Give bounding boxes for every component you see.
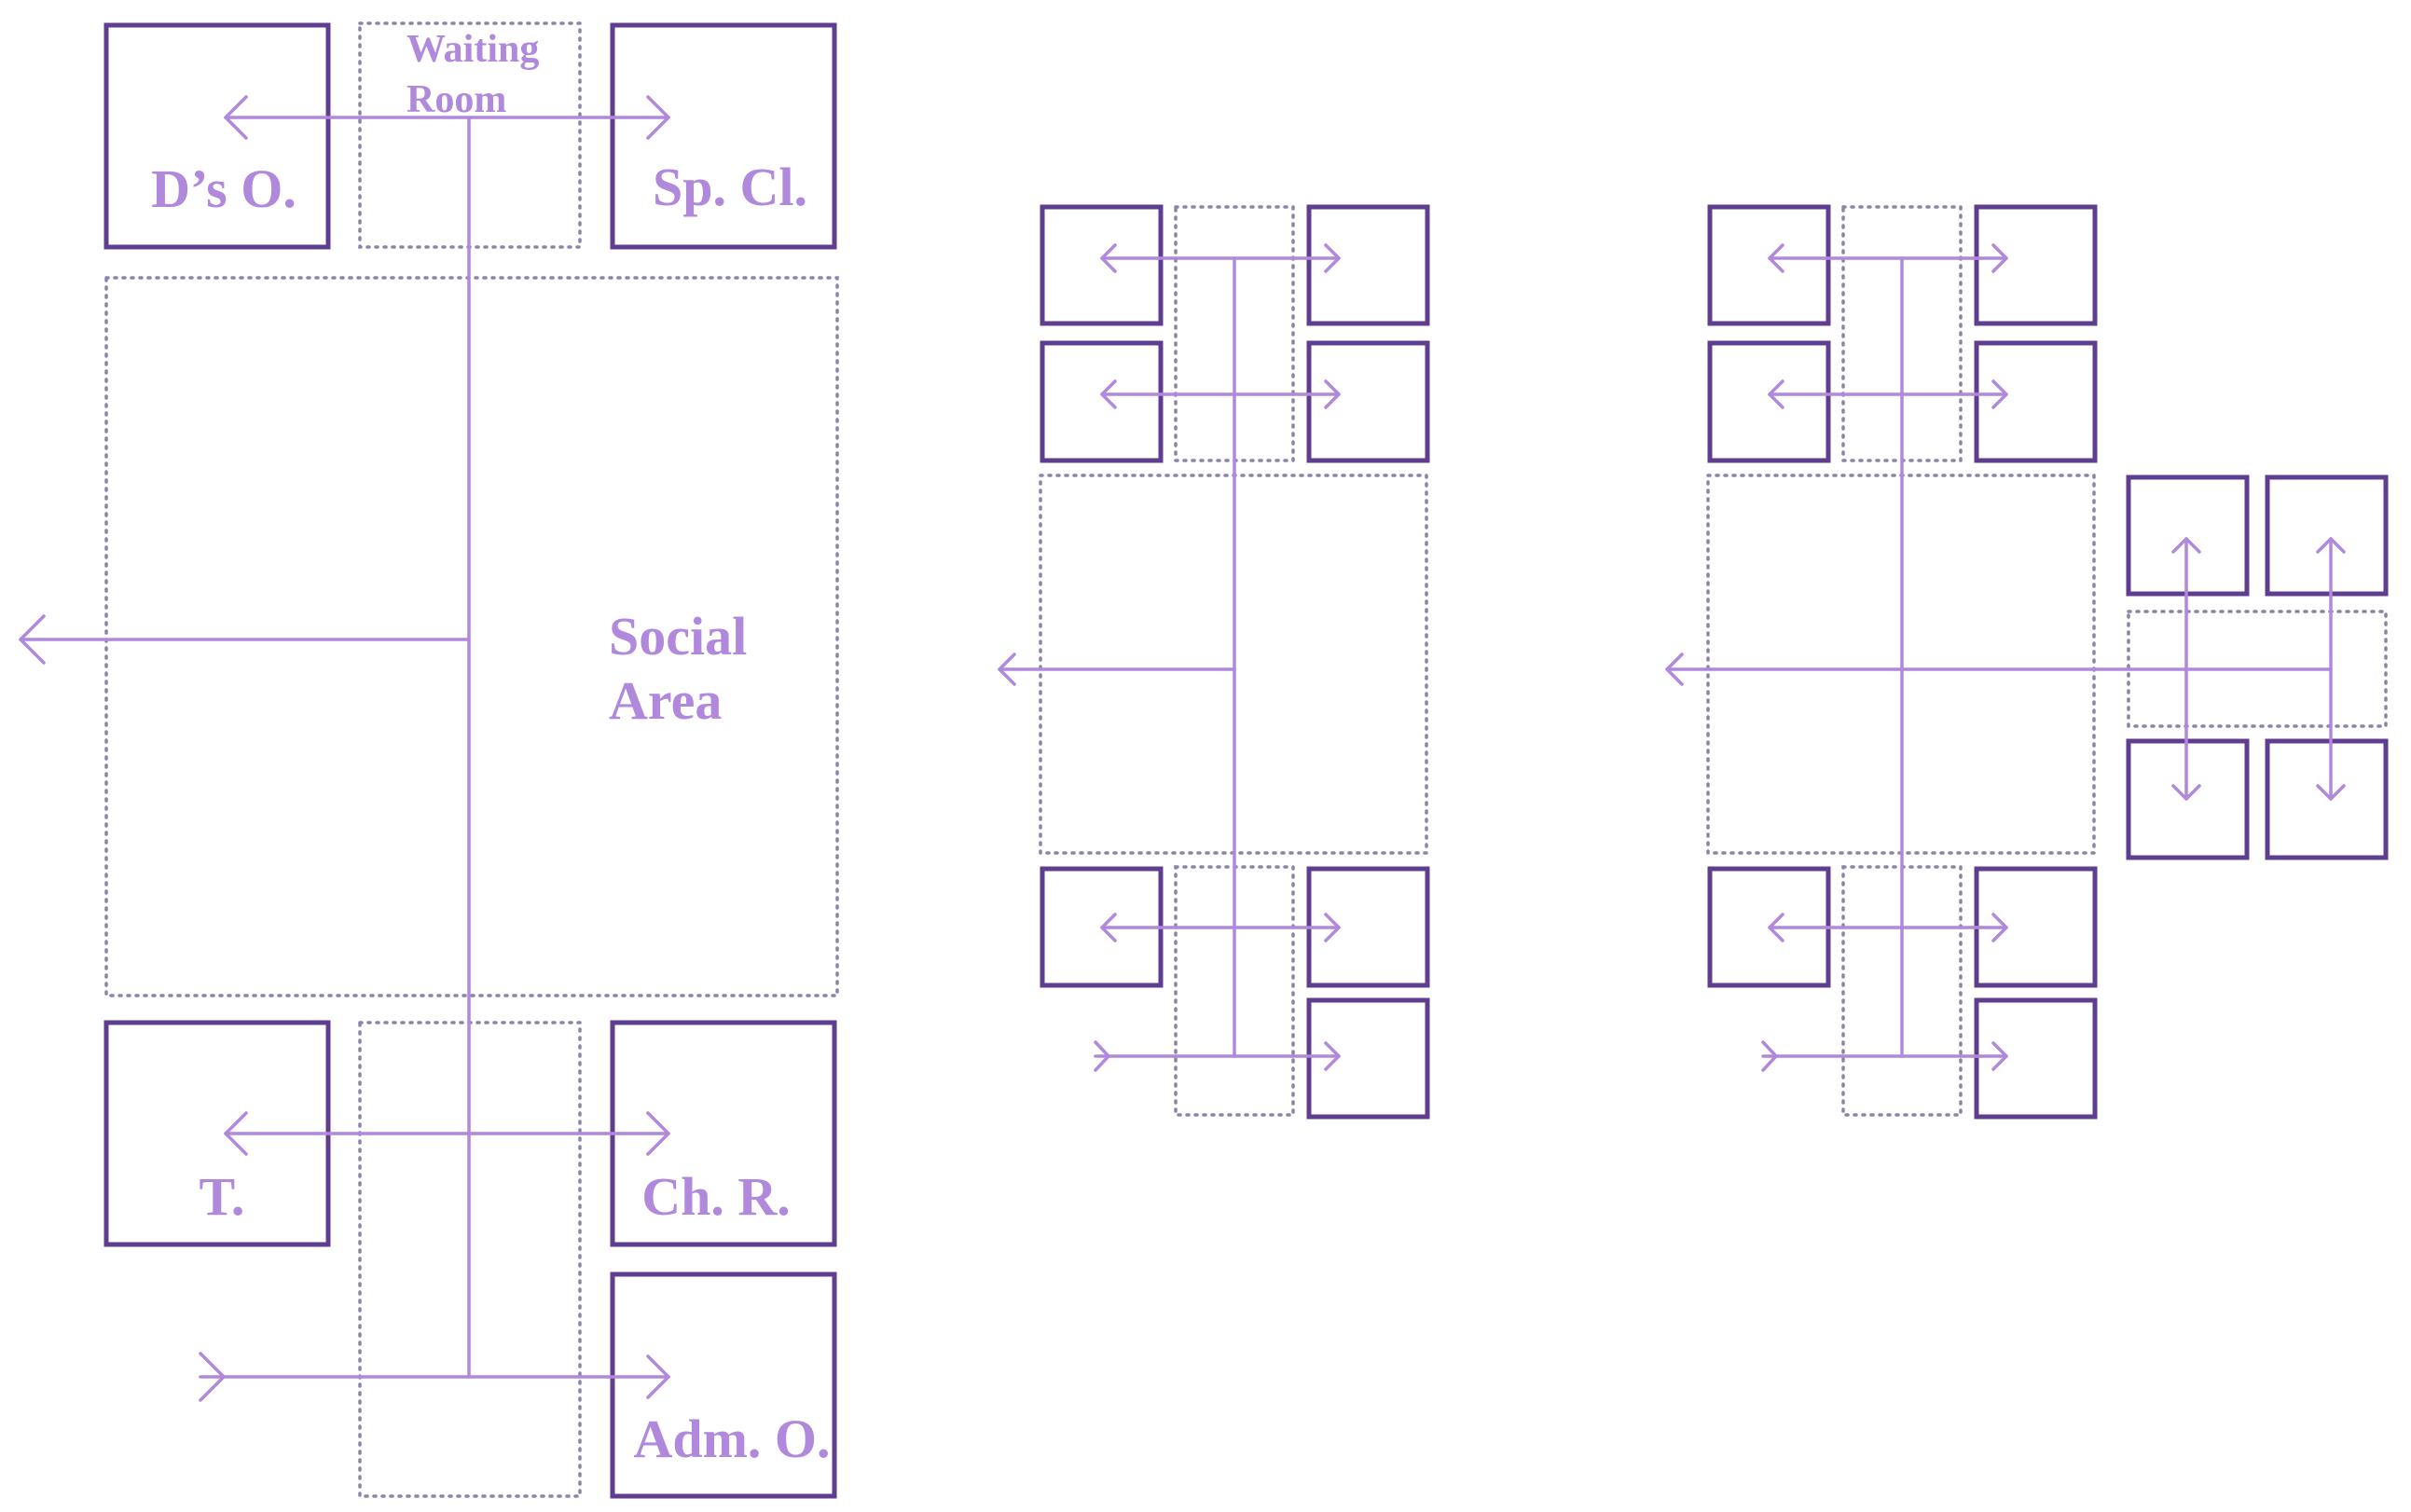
room-admin-office [610, 1271, 837, 1499]
arrow-head-icon [1991, 243, 2008, 273]
label-admin-office: Adm. O. [633, 1409, 830, 1469]
arrow-head-icon [646, 1354, 670, 1399]
arrow-head-icon [1991, 913, 2008, 942]
arrow-head-icon [1100, 379, 1117, 409]
arrow-head-icon [1991, 1041, 2008, 1071]
arrow-head-icon [1100, 243, 1117, 273]
room-box [1306, 204, 1430, 326]
space-social-area [104, 276, 839, 997]
arrow-head-icon [1991, 379, 2008, 409]
arrow-head-icon [1665, 653, 1684, 686]
arrow-head-icon [998, 653, 1016, 686]
arrow-head-icon [224, 1111, 248, 1156]
label-changing-room: Ch. R. [641, 1166, 791, 1227]
label-social-area-line1: Social [609, 606, 747, 667]
arrow-head-icon [646, 95, 670, 140]
arrow-head-icon [1768, 913, 1784, 942]
room-box [2265, 474, 2389, 597]
arrow-tail-icon [199, 1352, 226, 1402]
diagram-compact [998, 204, 1430, 1120]
room-box [1306, 340, 1430, 463]
arrow-head-icon [1768, 379, 1784, 409]
label-waiting-room-line1: Waiting [406, 28, 539, 71]
arrow-head-icon [2171, 537, 2201, 554]
arrow-head-icon [1768, 243, 1784, 273]
arrow-head-icon [2316, 537, 2346, 554]
arrow-head-icon [2316, 784, 2346, 801]
arrow-head-icon [2171, 784, 2201, 801]
room-directors-office [103, 22, 331, 250]
arrow-head-icon [19, 614, 46, 665]
room-box [2265, 738, 2389, 860]
room-box [1707, 204, 1831, 326]
room-box [1974, 204, 2098, 326]
room-box [1974, 997, 2098, 1120]
arrow-head-icon [1324, 1041, 1341, 1071]
arrow-head-icon [1324, 913, 1341, 942]
room-box [1707, 340, 1831, 463]
arrow-head-icon [1100, 913, 1117, 942]
arrow-tail-icon [1761, 1040, 1778, 1072]
arrow-head-icon [1324, 379, 1341, 409]
label-toilet: T. [200, 1166, 245, 1227]
diagram-detailed: D’s O. Waiting Room Sp. Cl. Social Area … [19, 21, 839, 1499]
label-special-clinic: Sp. Cl. [653, 157, 807, 217]
room-box [1040, 204, 1164, 326]
arrow-head-icon [224, 95, 248, 140]
arrow-head-icon [1324, 243, 1341, 273]
room-box [1974, 340, 2098, 463]
diagram-extended [1665, 204, 2389, 1120]
label-directors-office: D’s O. [151, 158, 296, 219]
arrow-tail-icon [1094, 1040, 1110, 1072]
label-waiting-room-line2: Room [406, 78, 506, 121]
room-box [1040, 340, 1164, 463]
label-social-area-line2: Area [609, 670, 722, 731]
room-special-clinic [610, 22, 837, 250]
arrow-head-icon [646, 1111, 670, 1156]
room-box [1306, 997, 1430, 1120]
